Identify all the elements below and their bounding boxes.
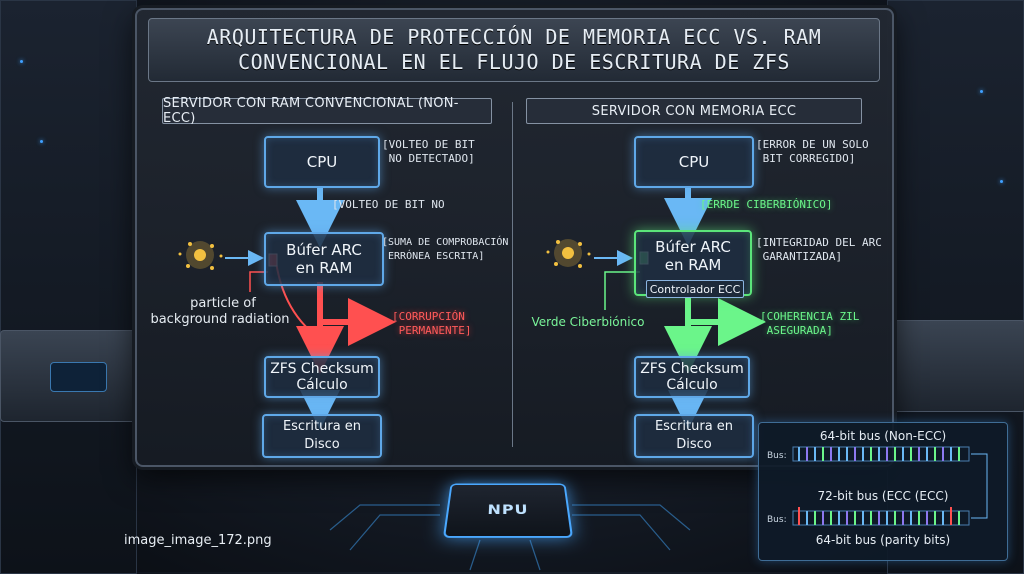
center-divider	[512, 102, 513, 447]
right-cpu-box: CPU	[634, 136, 754, 188]
bus-lanes-bottom	[792, 507, 970, 526]
left-arc-label-2: en RAM	[295, 259, 353, 277]
filename-caption: image_image_172.png	[124, 533, 272, 548]
right-radiation-particle	[546, 239, 591, 268]
bus-lanes-top	[792, 446, 970, 462]
right-cpu-label: CPU	[678, 153, 710, 171]
server-display-panel	[50, 362, 107, 392]
server-led	[20, 60, 23, 63]
background-server-unit-right	[890, 320, 1024, 412]
right-note-coherence: [COHERENCIA ZIL ASEGURADA]	[760, 310, 860, 337]
npu-chip: NPU	[442, 483, 574, 538]
bus-lines	[792, 446, 988, 526]
npu-chip-label: NPU	[487, 501, 529, 517]
right-checksum-label-2: Cálculo	[666, 377, 718, 393]
bus-title-top: 64-bit bus (Non-ECC)	[819, 429, 947, 443]
bus-title-mid: 72-bit bus (ECC (ECC)	[817, 489, 949, 503]
right-disk-box: Escritura en Disco	[634, 414, 754, 458]
left-particle-pointer	[249, 271, 268, 292]
left-cpu-box: CPU	[264, 136, 380, 188]
title-line-2: CONVENCIONAL EN EL FLUJO DE ESCRITURA DE…	[238, 50, 790, 74]
bus-comparison-panel: 64-bit bus (Non-ECC) Bus:	[758, 422, 1008, 561]
left-note-corruption: [CORRUPCIÓN PERMANENTE]	[392, 310, 472, 337]
left-radiation-particle	[178, 241, 223, 270]
bus-label-top: Bus:	[767, 451, 787, 461]
left-arc-label-1: Búfer ARC	[286, 241, 362, 259]
server-led	[40, 140, 43, 143]
right-section-header: SERVIDOR CON MEMORIA ECC	[526, 98, 862, 124]
right-ecc-controller: Controlador ECC	[646, 280, 744, 298]
right-checksum-label-1: ZFS Checksum	[640, 361, 744, 377]
right-disk-label: Escritura en Disco	[654, 419, 734, 452]
left-note-arrow: [VOLTEO DE BIT NO	[332, 198, 445, 211]
right-checksum-box: ZFS Checksum Cálculo	[634, 356, 750, 398]
left-arc-buffer-box: Búfer ARC en RAM	[264, 232, 384, 286]
left-checksum-label-2: Cálculo	[296, 377, 348, 393]
background-server-rack-left	[0, 0, 137, 574]
bus-label-bottom: Bus:	[767, 515, 787, 525]
server-led	[980, 90, 983, 93]
right-note-arc: [INTEGRIDAD DEL ARC GARANTIZADA]	[756, 236, 882, 263]
server-led	[1000, 180, 1003, 183]
left-cpu-label: CPU	[306, 153, 338, 171]
title-plate: ARQUITECTURA DE PROTECCIÓN DE MEMORIA EC…	[148, 18, 880, 82]
right-arc-label-2: en RAM	[664, 256, 722, 274]
left-note-cpu: [VOLTEO DE BIT NO DETECTADO]	[382, 138, 475, 165]
left-disk-box: Escritura en Disco	[262, 414, 382, 458]
left-particle-label-2: background radiation	[150, 312, 290, 327]
left-particle-label-1: particle of	[190, 296, 256, 311]
right-particle-pointer	[604, 271, 640, 310]
npu-circuit-traces	[329, 504, 691, 571]
left-disk-label: Escritura en Disco	[282, 419, 362, 452]
left-note-arc: [SUMA DE COMPROBACIÓN ERRÓNEA ESCRITA]	[382, 237, 509, 262]
bus-title-bottom: 64-bit bus (parity bits)	[815, 533, 951, 547]
right-arc-label-1: Búfer ARC	[655, 238, 731, 256]
bus-link	[971, 453, 988, 519]
right-note-cpu: [ERROR DE UN SOLO BIT CORREGIDO]	[756, 138, 869, 165]
left-section-header: SERVIDOR CON RAM CONVENCIONAL (NON-ECC)	[162, 96, 492, 126]
left-checksum-box: ZFS Checksum Cálculo	[264, 356, 380, 398]
left-checksum-label-1: ZFS Checksum	[270, 361, 374, 377]
title-line-1: ARQUITECTURA DE PROTECCIÓN DE MEMORIA EC…	[206, 25, 822, 49]
right-note-arrow: [ERRDE CIBERBIÓNICO]	[700, 198, 833, 211]
diagram-board	[135, 8, 894, 467]
right-particle-label: Verde Ciberbiónico	[531, 315, 645, 329]
